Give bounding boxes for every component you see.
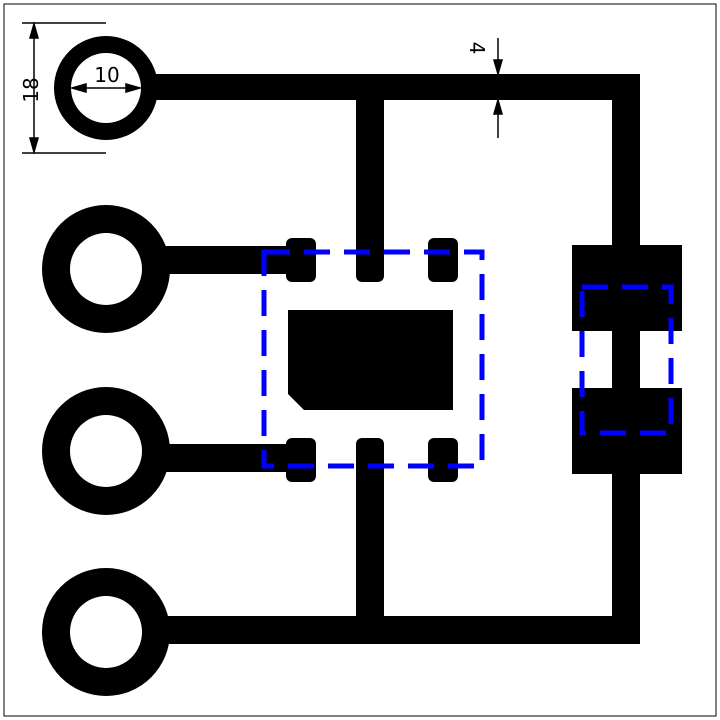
dimension-label-hole: 10 <box>94 63 119 87</box>
ic-thermal-pad <box>288 310 453 410</box>
through-hole-pads <box>42 36 170 696</box>
pad-hole <box>70 415 142 487</box>
dimension-trace-width <box>493 38 503 138</box>
pad-hole <box>70 596 142 668</box>
ic-pin-top-right <box>428 238 458 282</box>
ic-pin-top-middle <box>356 238 384 282</box>
trace-bottom-horizontal <box>150 616 640 644</box>
pad-hole <box>70 233 142 305</box>
ic-pin-bottom-left <box>286 438 316 482</box>
copper-traces <box>150 74 640 644</box>
smd-component <box>572 245 682 474</box>
board-outline <box>3 3 717 717</box>
trace-ic-bottom-vertical <box>356 438 384 638</box>
trace-top-horizontal <box>150 74 640 100</box>
ic-pin-top-left <box>286 238 316 282</box>
ic-footprint <box>286 238 458 482</box>
ic-pin-bottom-right <box>428 438 458 482</box>
trace-ic-top-vertical <box>356 80 384 268</box>
ic-pin-bottom-middle <box>356 438 384 482</box>
trace-right-vertical <box>612 74 640 644</box>
ic-silkscreen-outline <box>261 249 485 469</box>
dimension-hole-diameter <box>69 83 143 93</box>
dimension-label-outer: 18 <box>19 77 43 102</box>
trace-pad3 <box>150 444 300 472</box>
smd-silkscreen-outline <box>579 284 674 436</box>
dimension-outer-diameter <box>22 21 106 155</box>
dimension-label-trace: 4 <box>465 42 489 55</box>
